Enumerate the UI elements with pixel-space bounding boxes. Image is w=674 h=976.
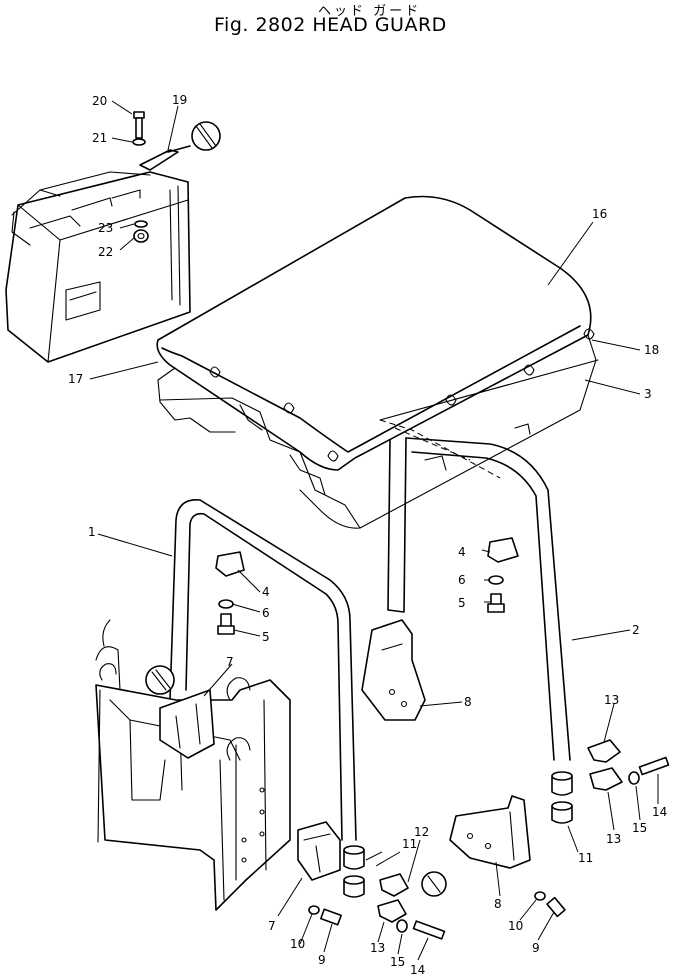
label-15-right: 15 [632,821,647,835]
roof-mount-dashed [379,419,501,479]
bracket-8-upper [361,619,426,721]
label-2: 2 [632,623,640,637]
washer-10-left [308,905,320,915]
bolt-9-left [320,908,342,926]
label-13-right: 13 [606,832,621,846]
label-14-right: 14 [652,805,667,819]
label-7-lower: 7 [268,919,276,933]
label-21: 21 [92,131,107,145]
label-4-right: 4 [458,545,466,559]
cab-base-frame [95,619,291,911]
seat-box-assembly [5,171,191,363]
label-16: 16 [592,207,607,221]
washer-15-lower [396,919,408,933]
bolt-14-lower [412,920,446,940]
label-12: 12 [414,825,429,839]
label-22: 22 [98,245,113,259]
spacer-11-right [551,771,573,824]
label-14-lower: 14 [410,963,425,976]
label-23: 23 [98,221,113,235]
figure-title: Fig. 2802 HEAD GUARD [214,14,447,36]
roof-clips-18 [209,328,595,462]
canopy-roof-16 [156,195,597,529]
label-11-right: 11 [578,851,593,865]
clamp-13-right-lower [589,767,623,791]
leader-lines [89,100,659,961]
operator-lamp [145,665,175,695]
label-10-left: 10 [290,937,305,951]
label-17: 17 [68,372,83,386]
washer-10-right [534,891,546,901]
label-4-left: 4 [262,585,270,599]
bracket-7-lower [297,821,341,881]
label-9-left: 9 [318,953,326,967]
washer-23 [134,220,148,228]
label-5-left: 5 [262,630,270,644]
bolt-20 [133,111,145,139]
washer-21 [132,138,146,146]
label-7-upper: 7 [226,655,234,669]
clamp-4-right [487,537,519,563]
clamp-4-left [215,551,245,577]
left-tube-1 [169,499,357,841]
label-19: 19 [172,93,187,107]
bolt-14-right [638,756,670,776]
label-13-top: 13 [604,693,619,707]
label-15-lower: 15 [390,955,405,969]
roof-frame-3 [159,359,599,529]
washer-6-right [488,575,504,585]
washer-15-right [628,771,640,785]
bracket-7-upper [159,689,215,759]
washer-6-left [218,599,234,609]
part-labels: 20 21 19 23 22 16 17 18 3 1 2 4 4 6 6 5 … [68,93,667,976]
label-20: 20 [92,94,107,108]
bolt-5-left [217,613,235,635]
label-8-upper: 8 [464,695,472,709]
japanese-title: ヘッド ガード [318,4,422,19]
label-10-right: 10 [508,919,523,933]
label-3: 3 [644,387,652,401]
lamp-12 [421,871,447,897]
label-18: 18 [644,343,659,357]
label-1: 1 [88,525,96,539]
clamp-13-lower [377,873,409,923]
spacer-11-left [343,845,365,898]
clamp-13-right-upper [587,739,621,763]
label-11-left: 11 [402,837,417,851]
label-13-lower: 13 [370,941,385,955]
label-6-right: 6 [458,573,466,587]
label-9-right: 9 [532,941,540,955]
nut-22 [133,229,149,243]
rear-lamp [139,121,221,171]
figure-header: ヘッド ガード Fig. 2802 HEAD GUARD [0,0,674,40]
label-8-lower: 8 [494,897,502,911]
right-tube-2 [387,437,571,761]
bracket-8-lower [449,795,531,869]
bolt-9-right [546,896,566,918]
label-5-right: 5 [458,596,466,610]
label-6-left: 6 [262,606,270,620]
bolt-5-right [487,593,505,613]
